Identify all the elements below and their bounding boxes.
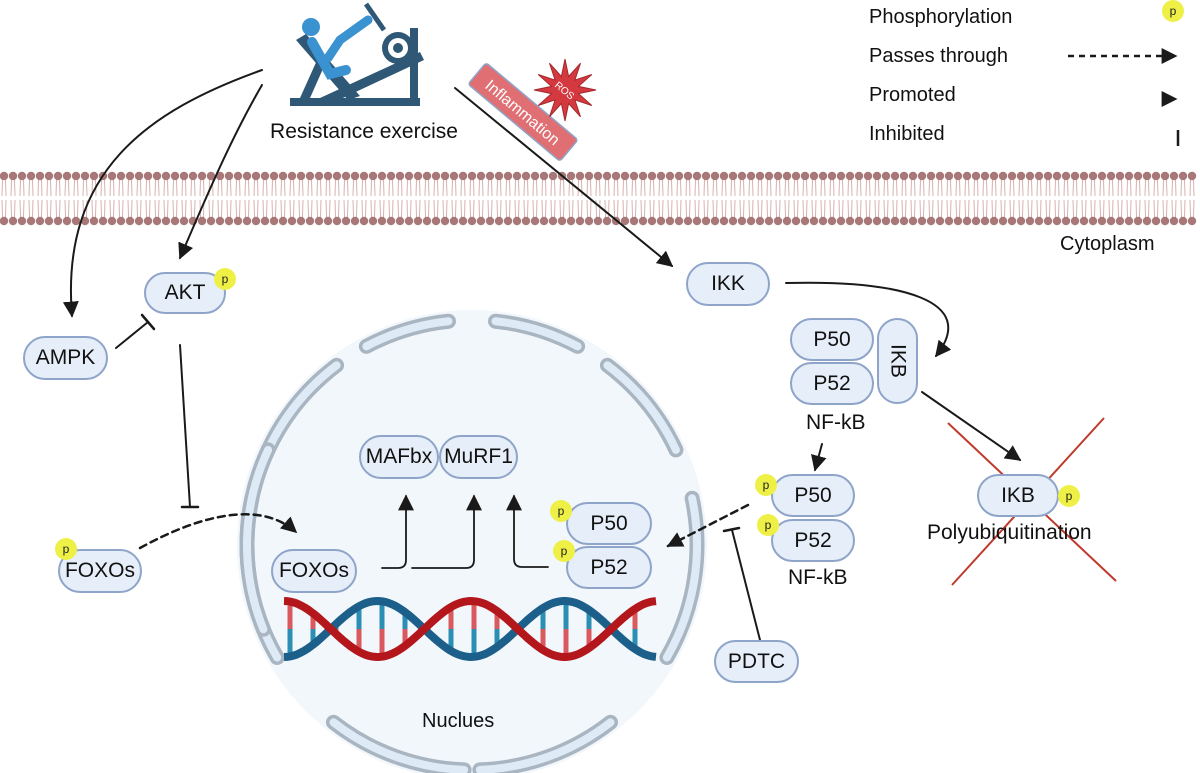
node-p50-phospho: P50 — [771, 474, 855, 517]
arrow-ikb-degradation — [921, 391, 1022, 461]
nucleus-label: Nuclues — [422, 710, 495, 732]
node-p52-complex: P52 — [790, 362, 874, 405]
legend-inhibited: Inhibited — [869, 123, 945, 145]
arrow-foxos-mafbx — [381, 494, 414, 569]
phospho-badge-icon: p — [550, 500, 572, 522]
translocation-foxos — [138, 513, 298, 550]
node-ikk: IKK — [686, 262, 770, 306]
polyubiquitination-label: Polyubiquitination — [927, 521, 1092, 544]
arrow-ikk-ikb — [785, 281, 952, 358]
svg-text:p: p — [1170, 4, 1177, 18]
nfkb-complex-label: NF-kB — [806, 411, 866, 434]
phospho-badge-icon: p — [1058, 485, 1080, 507]
node-p50-complex: P50 — [790, 318, 874, 361]
cell-membrane — [0, 171, 1197, 226]
node-p52-nucleus: P52 — [566, 546, 652, 589]
exercise-label: Resistance exercise — [270, 120, 458, 143]
phospho-badge-icon: p — [553, 540, 575, 562]
arrow-nfkb-phospho — [811, 443, 827, 472]
node-pdtc: PDTC — [714, 640, 799, 683]
node-ampk: AMPK — [23, 336, 108, 380]
nuclear-envelope — [239, 313, 705, 773]
arrow-exercise-ampk — [62, 69, 263, 318]
phospho-badge-icon: p — [755, 474, 777, 496]
dna-helix-icon — [283, 596, 657, 662]
node-ikb-complex: IKB — [877, 318, 918, 404]
phospho-badge-icon: p — [214, 268, 236, 290]
legend-phosphorylation: Phosphorylation — [869, 6, 1013, 28]
inhibit-ampk-akt — [115, 321, 149, 349]
arrow-inflammation-ikk — [454, 87, 674, 268]
node-p52-phospho: P52 — [771, 519, 855, 562]
node-foxos-nucleus: FOXOs — [271, 549, 357, 593]
inhibit-pdtc-nfkb — [731, 529, 761, 641]
legend-symbols: p — [1068, 0, 1184, 146]
node-mafbx: MAFbx — [359, 435, 439, 479]
inhibit-akt-foxos — [179, 344, 191, 508]
arrow-foxos-murf1 — [411, 494, 482, 569]
arrow-exercise-akt — [178, 84, 263, 260]
leg-press-icon — [290, 2, 424, 106]
nfkb-phospho-label: NF-kB — [788, 566, 848, 589]
legend-promoted: Promoted — [869, 84, 956, 106]
legend-passes-through: Passes through — [869, 45, 1008, 67]
node-murf1: MuRF1 — [439, 435, 518, 479]
pathway-arrows — [62, 69, 1022, 641]
cytoplasm-label: Cytoplasm — [1060, 233, 1155, 255]
node-p50-nucleus: P50 — [566, 502, 652, 545]
arrow-nfkb-murf1 — [506, 494, 549, 568]
ros-burst-icon: ROS — [533, 58, 597, 122]
nucleus-body — [237, 310, 707, 773]
node-ikb-degraded: IKB — [977, 474, 1059, 517]
phospho-badge-icon: p — [55, 538, 77, 560]
translocation-nfkb — [666, 503, 750, 548]
legend-phospho-badge-icon — [1162, 0, 1184, 22]
node-akt: AKT — [144, 272, 226, 314]
phospho-badge-icon: p — [757, 514, 779, 536]
